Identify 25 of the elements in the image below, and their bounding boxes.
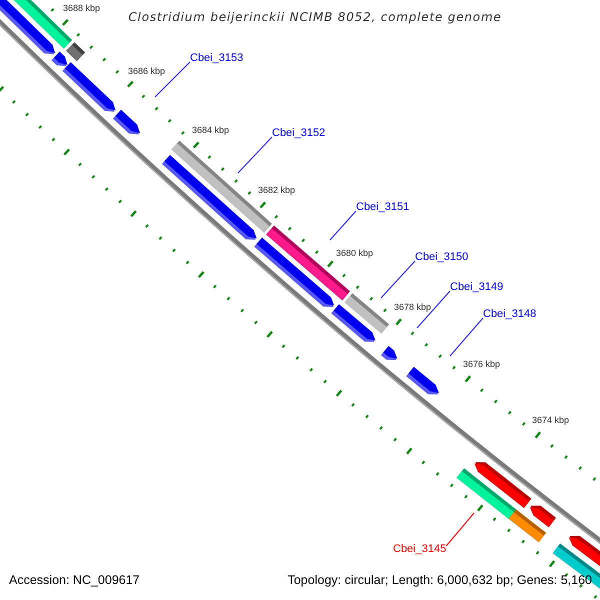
scale-label: 3676 kbp <box>463 359 500 370</box>
leader-line <box>330 210 356 240</box>
scale-label: 3682 kbp <box>258 185 296 196</box>
scale-label: 3674 kbp <box>532 415 570 426</box>
gene-label: Cbei_3150 <box>415 251 468 264</box>
gene-label: Cbei_3152 <box>272 127 326 140</box>
leader-line <box>450 318 484 356</box>
leader-line <box>380 260 416 298</box>
scale-label: 3686 kbp <box>128 66 166 78</box>
gene-label: Cbei_3149 <box>450 281 504 294</box>
gene-label: Cbei_3151 <box>356 201 410 214</box>
gene-label: Cbei_3148 <box>483 308 536 321</box>
scale-label: 3680 kbp <box>336 248 374 260</box>
title: Clostridium beijerinckii NCIMB 8052, complete genome <box>127 9 503 26</box>
info-text: Accession: NC_009617 <box>9 573 140 589</box>
leader-line <box>446 512 474 546</box>
leader-line <box>154 62 190 98</box>
leader-line <box>238 136 272 174</box>
scale-label: 3684 kbp <box>192 125 230 136</box>
info-text: Topology: circular; Length: 6,000,632 bp; Genes: 5,160 <box>288 573 592 589</box>
leader-line <box>416 290 450 328</box>
gene-label: Cbei_3153 <box>190 52 244 65</box>
scale-label: 3678 kbp <box>394 302 432 314</box>
gene-label: Cbei_3145 <box>393 543 446 556</box>
scale-label: 3688 kbp <box>63 3 100 14</box>
